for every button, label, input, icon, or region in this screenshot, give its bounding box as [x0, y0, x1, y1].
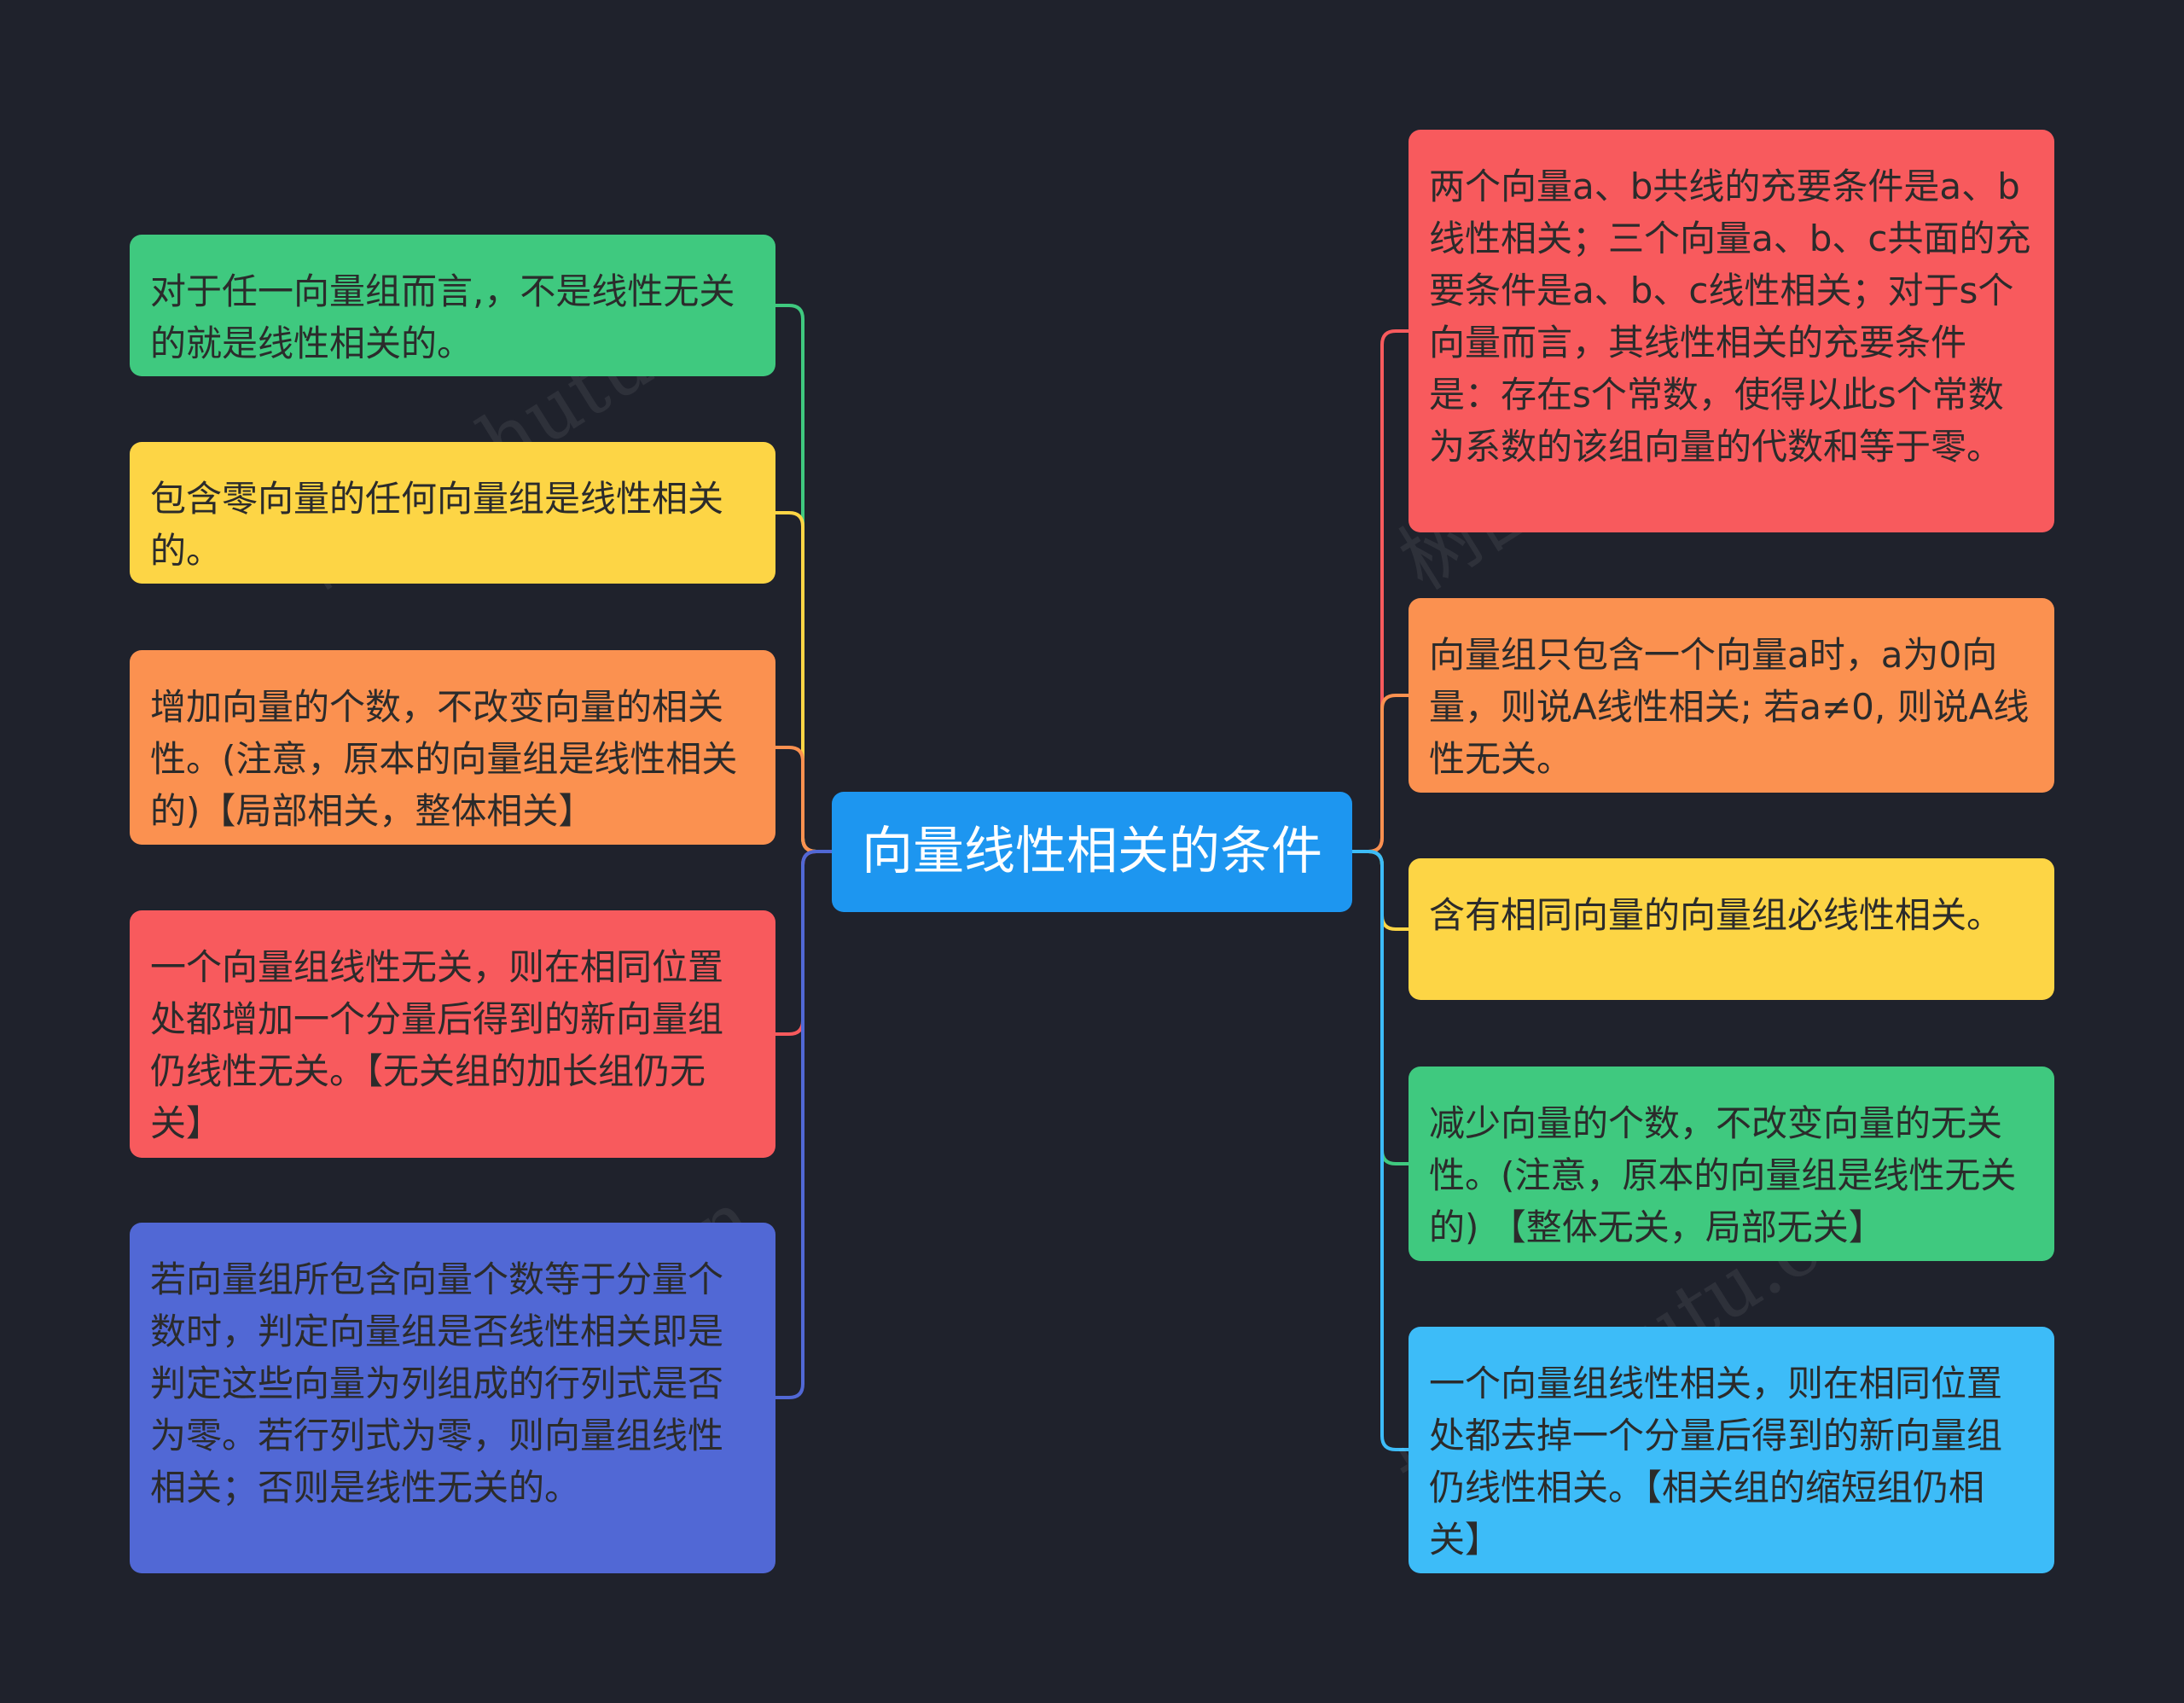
left-node-3[interactable]: 增加向量的个数，不改变向量的相关性。(注意，原本的向量组是线性相关的)【局部相关… — [130, 650, 775, 845]
right-node-3[interactable]: 含有相同向量的向量组必线性相关。 — [1409, 858, 2054, 1000]
connector-left-5 — [775, 850, 832, 1399]
right-node-5[interactable]: 一个向量组线性相关，则在相同位置处都去掉一个分量后得到的新向量组仍线性相关。【相… — [1409, 1327, 2054, 1573]
central-topic-node[interactable]: 向量线性相关的条件 — [832, 792, 1352, 912]
left-node-4[interactable]: 一个向量组线性无关，则在相同位置处都增加一个分量后得到的新向量组仍线性无关。【无… — [130, 910, 775, 1158]
right-node-4[interactable]: 减少向量的个数，不改变向量的无关性。(注意，原本的向量组是线性无关的) 【整体无… — [1409, 1067, 2054, 1261]
left-node-1[interactable]: 对于任一向量组而言,，不是线性无关的就是线性相关的。 — [130, 235, 775, 376]
connector-right-2 — [1352, 694, 1409, 853]
right-node-2[interactable]: 向量组只包含一个向量a时，a为0向量，则说A线性相关; 若a≠0, 则说A线性无… — [1409, 598, 2054, 793]
right-node-1[interactable]: 两个向量a、b共线的充要条件是a、b线性相关；三个向量a、b、c共面的充要条件是… — [1409, 130, 2054, 532]
connector-left-3 — [775, 746, 832, 853]
left-node-2[interactable]: 包含零向量的任何向量组是线性相关的。 — [130, 442, 775, 584]
connector-right-5 — [1352, 850, 1409, 1451]
left-node-5[interactable]: 若向量组所包含向量个数等于分量个数时，判定向量组是否线性相关即是判定这些向量为列… — [130, 1223, 775, 1573]
